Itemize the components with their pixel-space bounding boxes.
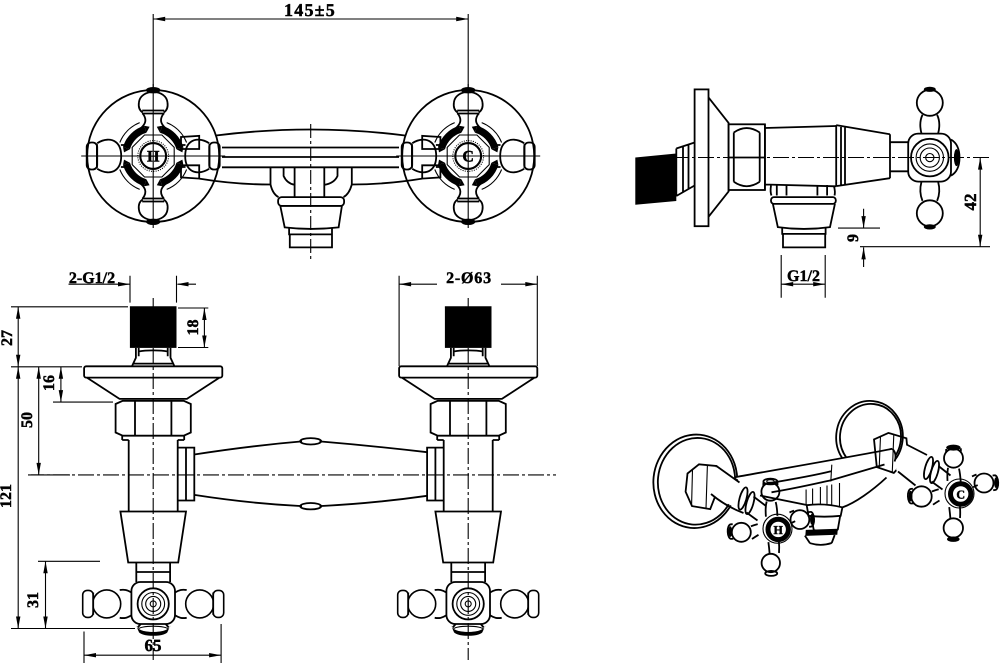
svg-text:27: 27 xyxy=(0,330,16,346)
svg-text:2-Ø63: 2-Ø63 xyxy=(446,270,492,287)
svg-text:2-G1/2: 2-G1/2 xyxy=(69,270,115,287)
svg-text:65: 65 xyxy=(145,636,162,655)
svg-text:H: H xyxy=(147,149,160,166)
svg-text:18: 18 xyxy=(185,320,202,336)
svg-text:H: H xyxy=(774,523,784,537)
svg-text:9: 9 xyxy=(845,234,862,242)
svg-text:C: C xyxy=(462,149,474,166)
svg-text:16: 16 xyxy=(41,375,58,391)
svg-text:50: 50 xyxy=(19,412,36,428)
svg-text:31: 31 xyxy=(25,592,42,608)
svg-text:42: 42 xyxy=(961,194,980,211)
svg-text:G1/2: G1/2 xyxy=(787,268,820,285)
svg-text:121: 121 xyxy=(0,484,15,508)
svg-text:C: C xyxy=(956,487,965,501)
svg-text:145±5: 145±5 xyxy=(284,0,336,20)
